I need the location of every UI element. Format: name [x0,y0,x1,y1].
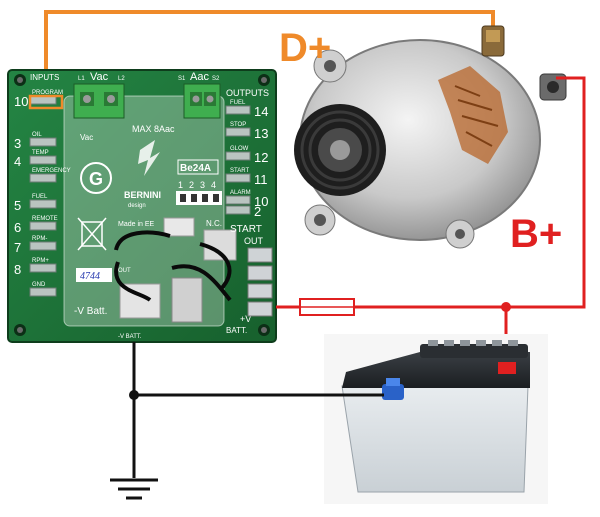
input-pin-label: FUEL [32,194,48,200]
brand-sub-label: design [128,203,146,209]
svg-text:4: 4 [211,180,216,190]
output-pin-number: 14 [254,104,268,119]
handwritten-sticker: 4744 [80,271,100,282]
output-pin-pad [225,151,251,161]
input-pin-number: 8 [14,262,21,277]
input-pin-list: 10 PROGRAM 3 OIL 4 TEMP EMERGENCY 5 FUEL 6 REMOTE 7… [14,90,71,297]
ground-wire [132,342,384,478]
input-pin-pad [29,199,57,209]
l1-label: L1 [78,76,85,82]
svg-text:1: 1 [178,180,183,190]
battery-positive-terminal [498,362,516,374]
output-pin-pad [225,205,251,215]
lightning-logo-icon [138,140,160,176]
output-pin-pad [225,105,251,115]
output-pin-number: 2 [254,204,261,219]
input-pin-label: OIL [32,132,42,138]
input-pin-pad [29,173,57,183]
output-pin-number: 11 [254,172,268,187]
input-pin-number: 3 [14,136,21,151]
output-pin-label: GLOW [230,146,249,152]
input-pin-pad [29,263,57,273]
vac-header: Vac [90,71,109,83]
battery-negative-terminal [382,384,404,400]
fuse-icon [299,298,355,316]
aac-terminal-block [183,83,221,119]
output-pin-label: FUEL [230,100,246,106]
svg-text:G: G [89,169,103,189]
input-pin-pad [29,221,57,231]
controller-board: INPUTS Vac L1 L2 Aac S1 S2 OUTPUTS MAX 8… [7,69,277,343]
out-label: OUT [244,236,264,246]
battery-image [324,334,548,504]
recycle-bin-icon [77,217,107,251]
output-pin-pad [225,173,251,183]
minus-batt-label: -V Batt. [74,306,107,317]
vac-small-label: Vac [80,133,93,142]
input-pin-label: RPM+ [32,258,49,264]
generator-symbol-icon: G [80,162,112,194]
model-label: Be24A [180,163,211,174]
input-pin-label: GND [32,282,46,288]
pulley [294,104,386,196]
made-in-label: Made in EE [118,221,155,228]
v-batt-small-label: -V BATT. [118,334,142,340]
b-plus-junction [501,302,511,312]
dip-switch [176,191,222,205]
right-screw-terminals [247,247,273,317]
input-pin-number: 6 [14,220,21,235]
output-pin-number: 13 [254,126,268,141]
l2-label: L2 [118,76,125,82]
output-pin-number: 10 [254,194,268,209]
alternator-image [294,25,567,249]
max-rating-label: MAX 8Aac [132,124,175,134]
d-plus-label: D+ [279,26,332,70]
input-pin-pad [29,287,57,297]
outputs-header: OUTPUTS [226,88,269,98]
input-pin-label: REMOTE [32,216,58,222]
batt-label: BATT. [226,326,247,335]
inputs-header: INPUTS [30,73,59,82]
plus-v-label: +V [240,314,251,324]
input-pin-label: PROGRAM [32,90,63,96]
start-label: START [230,224,262,235]
ground-symbol-icon [110,478,158,500]
b-plus-label: B+ [510,212,563,256]
input-pin-pad [29,137,57,147]
input-pin-pad [29,155,57,165]
input-pin-label: EMERGENCY [32,168,71,174]
nc-label: N.C. [206,219,222,228]
s1-label: S1 [178,76,186,82]
input-pin-number: 7 [14,240,21,255]
output-pin-label: ALARM [230,190,251,196]
output-pin-pad [225,127,251,137]
svg-text:3: 3 [200,180,205,190]
vac-terminal-block [73,83,125,119]
svg-text:2: 2 [189,180,194,190]
dip-switch-numbers: 1 2 3 4 [178,180,216,190]
input-pin-number: 4 [14,154,21,169]
brand-label: BERNINI [124,190,161,200]
output-pin-number: 12 [254,150,268,165]
internal-wiring [114,230,232,302]
input-pin-label: RPM- [32,236,47,242]
input-pin-pad [29,241,57,251]
out-small-label: OUT [118,268,131,274]
aac-header: Aac [190,71,209,83]
output-pin-label: START [230,168,249,174]
output-pin-label: STOP [230,122,246,128]
ground-junction [129,390,139,400]
input-pin-number: 10 [14,94,28,109]
output-pin-pad [225,195,251,205]
s2-label: S2 [212,76,220,82]
d-plus-wire [44,10,495,96]
input-pin-label: TEMP [32,150,49,156]
input-pin-number: 5 [14,198,21,213]
d-plus-terminal-highlight [28,94,64,110]
